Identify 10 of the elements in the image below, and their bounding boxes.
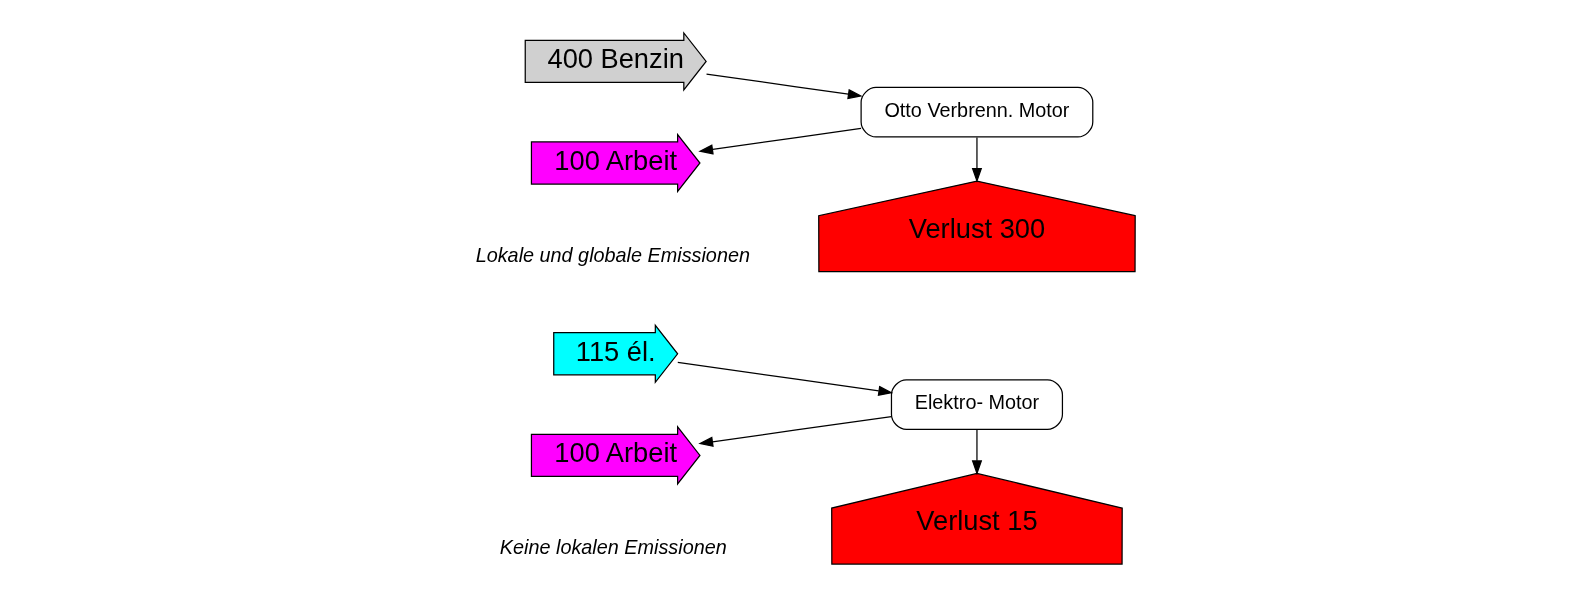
arrow	[705, 73, 863, 100]
node-box: Otto Verbrenn. Motor	[860, 86, 1094, 138]
label: Lokale und globale Emissionen	[475, 243, 750, 266]
arrow	[698, 127, 862, 155]
arrow	[698, 415, 892, 447]
node-box: Elektro- Motor	[890, 379, 1064, 430]
arrow	[677, 361, 894, 396]
label: Keine lokalen Emissionen	[499, 536, 727, 559]
arrow	[971, 429, 983, 476]
arrow	[971, 136, 983, 183]
